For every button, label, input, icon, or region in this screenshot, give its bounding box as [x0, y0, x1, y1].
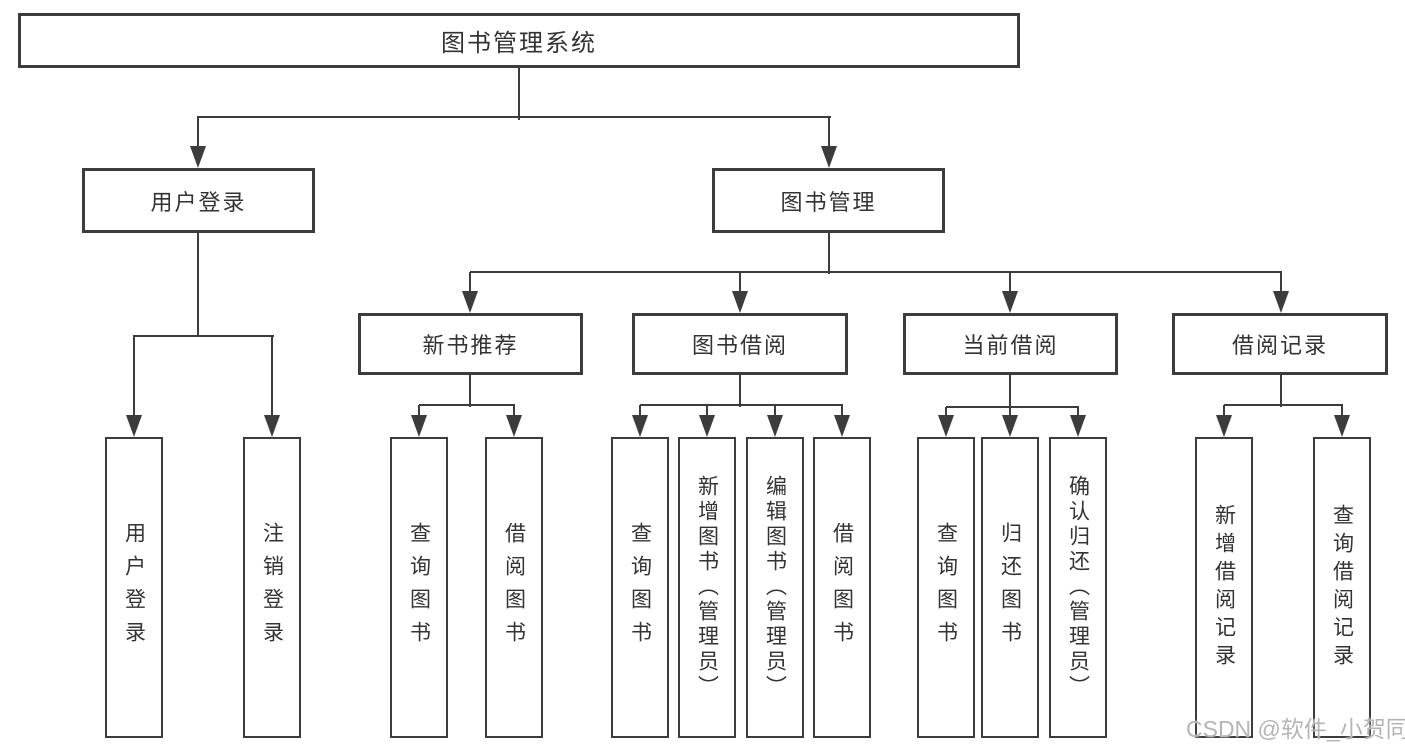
arrowhead-down-icon [411, 415, 427, 437]
connector-line [469, 375, 471, 407]
leaf-confirm-return-admin: 确认归还（管理员） [1049, 437, 1107, 738]
connector-line [1341, 405, 1343, 417]
connector-line [841, 405, 843, 417]
node-label: 图书管理系统 [441, 30, 597, 57]
connector-line [945, 407, 947, 417]
node-library-management-system: 图书管理系统 [18, 13, 1020, 68]
connector-line [1009, 407, 1011, 417]
leaf-query-borrow-record: 查询借阅记录 [1313, 437, 1371, 738]
node-label: 注销登录 [260, 521, 284, 654]
node-label: 借阅记录 [1231, 333, 1328, 358]
arrowhead-down-icon [1216, 415, 1232, 437]
leaf-add-book-admin: 新增图书（管理员） [678, 437, 736, 738]
leaf-logout: 注销登录 [243, 437, 301, 738]
arrowhead-down-icon [732, 291, 748, 313]
connector-line [197, 116, 831, 118]
node-book-management: 图书管理 [712, 168, 945, 233]
csdn-watermark: CSDN @软件_小贺同学 [1186, 716, 1405, 742]
leaf-add-borrow-record: 新增借阅记录 [1195, 437, 1253, 738]
arrowhead-down-icon [264, 415, 280, 437]
node-current-borrowing: 当前借阅 [903, 313, 1118, 375]
connector-line [197, 233, 199, 337]
connector-line [513, 405, 515, 417]
leaf-borrow-books-recommend: 借阅图书 [485, 437, 543, 738]
node-label: 编辑图书（管理员） [763, 475, 787, 700]
node-label: 归还图书 [998, 521, 1022, 654]
arrowhead-down-icon [1273, 291, 1289, 313]
arrowhead-down-icon [821, 146, 837, 168]
node-label: 借阅图书 [830, 521, 854, 654]
connector-line [1077, 407, 1079, 417]
connector-line [419, 404, 515, 406]
node-label: 查询图书 [628, 521, 652, 654]
connector-line [774, 405, 776, 417]
node-label: 查询借阅记录 [1330, 503, 1354, 672]
leaf-edit-book-admin: 编辑图书（管理员） [746, 437, 804, 738]
connector-line [946, 406, 1079, 408]
node-label: 确认归还（管理员） [1066, 475, 1090, 700]
connector-line [1280, 272, 1282, 293]
connector-line [469, 272, 471, 293]
connector-line [1009, 272, 1011, 293]
leaf-query-books-borrowing: 查询图书 [611, 437, 669, 738]
node-label: 查询图书 [934, 521, 958, 654]
connector-line [828, 233, 830, 274]
connector-line [739, 375, 741, 407]
node-label: 图书借阅 [691, 333, 788, 358]
connector-line [828, 118, 830, 148]
node-label: 当前借阅 [962, 333, 1059, 358]
arrowhead-down-icon [699, 415, 715, 437]
connector-line [418, 405, 420, 417]
node-book-borrowing: 图书借阅 [632, 313, 848, 375]
arrowhead-down-icon [190, 146, 206, 168]
connector-line [1224, 404, 1343, 406]
node-new-book-recommend: 新书推荐 [358, 313, 583, 375]
arrowhead-down-icon [462, 291, 478, 313]
node-label: 借阅图书 [502, 521, 526, 654]
node-label: 新增借阅记录 [1212, 503, 1236, 672]
connector-line [470, 271, 1282, 273]
arrowhead-down-icon [767, 415, 783, 437]
arrowhead-down-icon [1070, 415, 1086, 437]
arrowhead-down-icon [1002, 291, 1018, 313]
arrowhead-down-icon [1002, 415, 1018, 437]
connector-line [271, 336, 273, 417]
leaf-query-books-recommend: 查询图书 [390, 437, 448, 738]
leaf-borrow-books-borrowing: 借阅图书 [813, 437, 871, 738]
connector-line [639, 405, 641, 417]
arrowhead-down-icon [938, 415, 954, 437]
arrowhead-down-icon [506, 415, 522, 437]
node-label: 用户登录 [150, 189, 247, 215]
arrowhead-down-icon [632, 415, 648, 437]
leaf-query-books-current: 查询图书 [917, 437, 975, 738]
connector-line [1009, 375, 1011, 408]
connector-line [739, 272, 741, 293]
connector-line [133, 336, 135, 417]
leaf-user-login: 用户登录 [105, 437, 163, 738]
connector-line [133, 335, 274, 337]
connector-line [197, 118, 199, 148]
node-label: 查询图书 [407, 521, 431, 654]
arrowhead-down-icon [126, 415, 142, 437]
connector-line [1223, 405, 1225, 417]
connector-line [1280, 375, 1282, 407]
node-borrowing-records: 借阅记录 [1172, 313, 1388, 375]
connector-line [518, 68, 520, 120]
node-label: 用户登录 [122, 521, 146, 654]
connector-line [706, 405, 708, 417]
arrowhead-down-icon [834, 415, 850, 437]
connector-line [640, 404, 843, 406]
node-label: 新增图书（管理员） [695, 475, 719, 700]
leaf-return-book: 归还图书 [981, 437, 1039, 738]
node-label: 图书管理 [780, 189, 877, 215]
node-user-login-group: 用户登录 [82, 168, 315, 233]
arrowhead-down-icon [1334, 415, 1350, 437]
node-label: 新书推荐 [422, 333, 519, 358]
